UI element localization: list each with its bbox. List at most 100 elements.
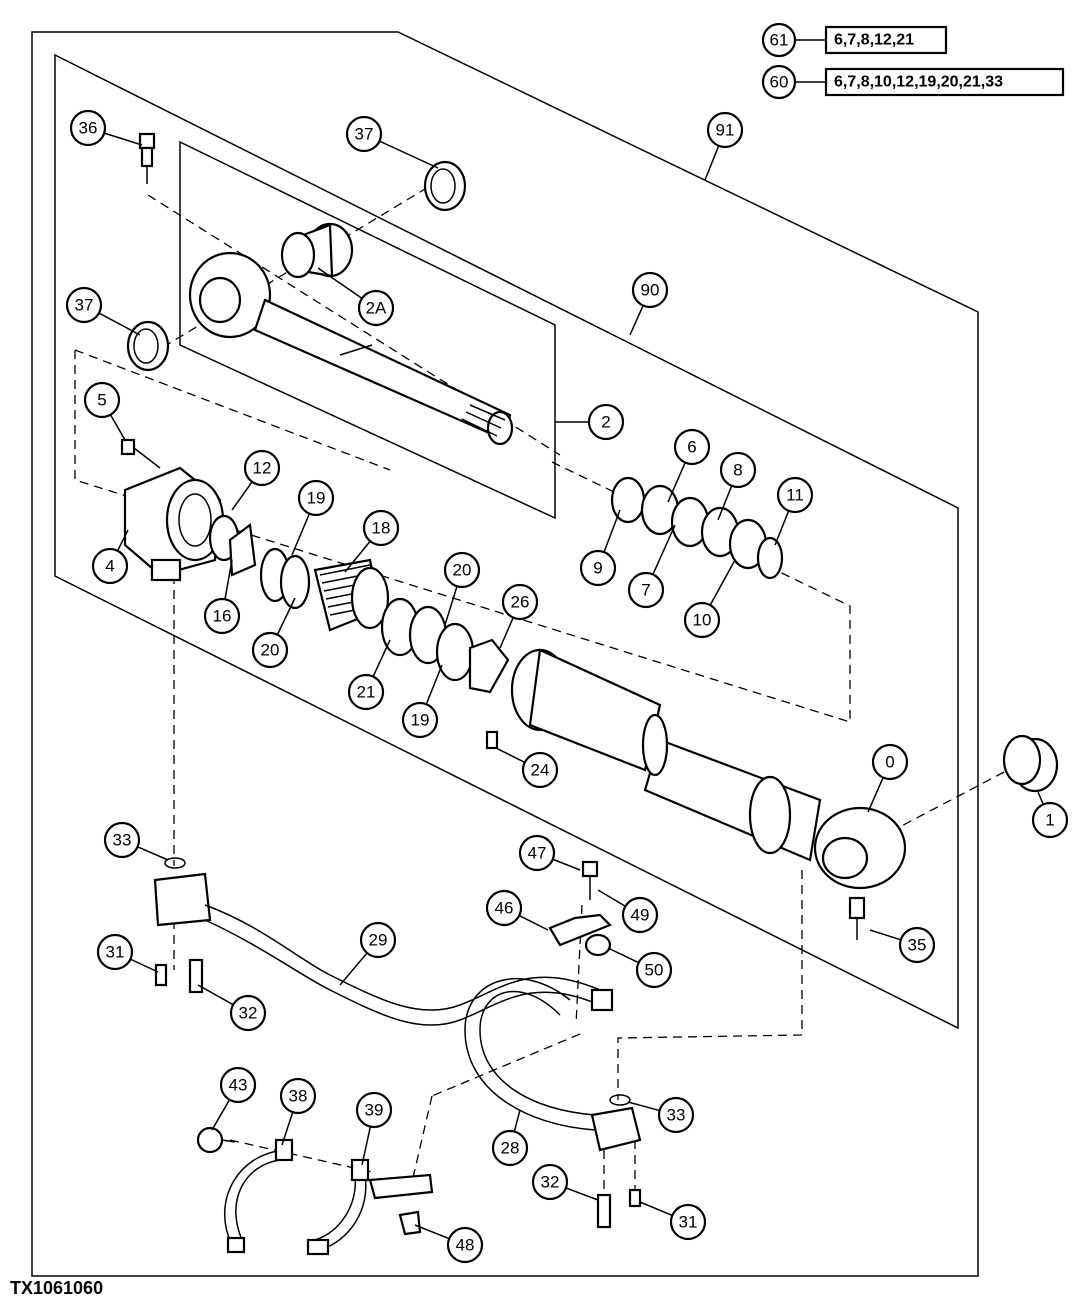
callout-label: 8: [733, 461, 742, 480]
callout-leader: [98, 312, 141, 336]
callout-label: 47: [528, 844, 547, 863]
callout-bubble: [627, 571, 665, 609]
assembly-90-outline: [54, 53, 959, 1030]
callout-bubble: [871, 743, 909, 781]
callout-leader: [444, 586, 458, 626]
kit-60: 60 6,7,8,10,12,19,20,21,33: [761, 64, 1065, 100]
callout-bubble: [579, 549, 617, 587]
callout-label: 19: [307, 489, 326, 508]
callout-5: 5: [83, 381, 126, 441]
screw-32-right: [596, 1193, 612, 1229]
callout-2: 2: [555, 403, 625, 441]
callout-38: 38: [279, 1077, 317, 1146]
callout-leader: [565, 1187, 599, 1201]
callout-bubble: [345, 115, 383, 153]
callout-leader: [361, 1126, 372, 1166]
callout-19: 19: [291, 479, 335, 556]
callout-label: 31: [106, 943, 125, 962]
callout-leader: [276, 597, 296, 636]
callout-label: 5: [97, 391, 106, 410]
callout-leader: [317, 267, 363, 299]
callout-leader: [197, 984, 234, 1006]
callout-bubble: [683, 601, 721, 639]
seal-37-upper-inner: [430, 168, 456, 204]
kit-callout-60: 60: [770, 73, 789, 92]
callout-label: 50: [645, 961, 664, 980]
callout-label: 20: [261, 641, 280, 660]
kit-contents-60: 6,7,8,10,12,19,20,21,33: [834, 74, 1003, 91]
callout-4: 4: [91, 529, 129, 585]
bushing-2a: [280, 222, 354, 279]
screw-32-left: [188, 958, 204, 994]
callout-bubble: [531, 1163, 569, 1201]
callout-21: 21: [347, 639, 391, 711]
callout-bubble: [219, 1066, 257, 1104]
callout-label: 35: [908, 936, 927, 955]
callout-28: 28: [491, 1109, 529, 1167]
callout-label: 32: [239, 1004, 258, 1023]
callout-bubble: [83, 381, 121, 419]
callout-16: 16: [203, 559, 241, 635]
callout-label: 24: [531, 761, 550, 780]
callout-bubble: [776, 476, 814, 514]
callout-bubble: [69, 109, 107, 147]
callout-bubble: [587, 403, 625, 441]
callout-bubble: [229, 994, 267, 1032]
callout-leader: [372, 639, 391, 677]
kit-61: 61 6,7,8,12,21: [761, 22, 948, 58]
callout-label: 46: [495, 899, 514, 918]
clamp-46: [548, 860, 612, 957]
callout-bubble: [65, 286, 103, 324]
callout-label: 39: [365, 1101, 384, 1120]
callout-leader: [137, 846, 169, 861]
callout-32: 32: [531, 1163, 599, 1201]
callout-leader: [667, 462, 686, 503]
callout-36: 36: [69, 109, 143, 147]
bracket-39: [306, 1158, 434, 1256]
callout-39: 39: [355, 1091, 393, 1166]
callout-50: 50: [607, 947, 673, 989]
kit-callout-61: 61: [770, 31, 789, 50]
callout-bubble: [491, 1129, 529, 1167]
piston-stack: [208, 514, 510, 750]
callout-bubble: [485, 889, 523, 927]
callout-12: 12: [231, 449, 281, 511]
callout-label: 48: [456, 1236, 475, 1255]
callout-bubble: [443, 551, 481, 589]
callout-label: 4: [105, 557, 114, 576]
callout-20: 20: [251, 597, 296, 669]
callout-0: 0: [867, 743, 909, 813]
callout-leader: [867, 777, 884, 813]
callout-label: 32: [541, 1173, 560, 1192]
callout-label: 10: [693, 611, 712, 630]
callout-bubble: [521, 751, 559, 789]
callout-bubble: [401, 701, 439, 739]
callout-43: 43: [211, 1066, 257, 1131]
hose-28: [464, 977, 642, 1152]
callout-bubble: [673, 428, 711, 466]
callout-leader: [379, 140, 439, 169]
callout-label: 20: [453, 561, 472, 580]
callout-29: 29: [339, 921, 397, 986]
callout-bubble: [501, 583, 539, 621]
callout-leader: [709, 559, 736, 606]
piston-rod: [188, 251, 514, 446]
callout-bubble: [446, 1226, 484, 1264]
screw-31-right: [628, 1188, 642, 1208]
callout-leader: [281, 1111, 294, 1146]
callout-bubble: [635, 951, 673, 989]
callout-leader: [869, 929, 902, 941]
callout-leader: [116, 529, 129, 552]
callout-48: 48: [414, 1224, 484, 1264]
callout-bubble: [621, 896, 659, 934]
callout-label: 12: [253, 459, 272, 478]
callout-46: 46: [485, 889, 549, 931]
callout-layer: 0122A45678910111216181919202021242628293…: [65, 109, 1069, 1264]
callout-label: 0: [885, 753, 894, 772]
callout-leader: [717, 485, 733, 521]
callout-bubble: [669, 1203, 707, 1241]
callout-bubble: [297, 479, 335, 517]
callout-2A: 2A: [317, 267, 395, 327]
callout-leader: [629, 305, 644, 336]
